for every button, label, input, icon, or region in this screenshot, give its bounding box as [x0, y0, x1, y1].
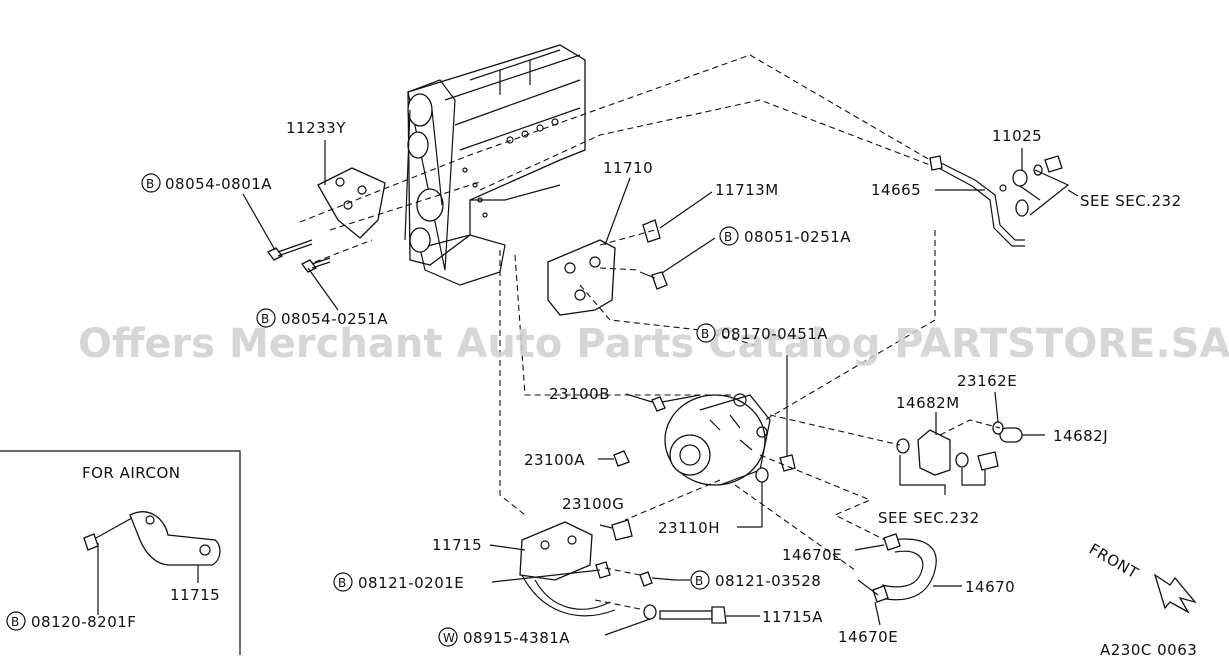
label-23110h: 23110H	[658, 519, 720, 537]
callout-08121-03528: B 08121-03528	[690, 570, 821, 590]
leader-08121-0201e	[491, 569, 601, 583]
assembly-dashed-lines	[299, 54, 1001, 611]
label-23100a: 23100A	[524, 451, 585, 469]
connector-11025	[999, 148, 1079, 217]
bolt-symbol-circle	[719, 226, 739, 246]
label-11715-main: 11715	[432, 536, 482, 554]
bolt-symbol: B	[724, 230, 732, 244]
callout-08054-0251a: B 08054-0251A	[256, 308, 388, 328]
bolt-11715a	[659, 606, 760, 624]
callout-08121-0201e: B 08121-0201E	[333, 572, 464, 592]
bracket-11233y	[317, 140, 386, 239]
bolt-08051-0251a	[639, 237, 716, 290]
bolt-symbol-circle	[141, 173, 161, 193]
label-11025: 11025	[992, 127, 1042, 145]
label-08054-0251a: 08054-0251A	[281, 310, 388, 328]
label-23100g: 23100G	[562, 495, 624, 513]
callout-08051-0251a: B 08051-0251A	[719, 226, 851, 246]
callout-08915-4381a: W 08915-4381A	[438, 627, 570, 647]
hose-14670	[854, 533, 962, 626]
hose-end-14682j	[999, 427, 1045, 443]
bracket-11715	[489, 519, 633, 617]
diagram-code: A230C 0063	[1100, 641, 1197, 659]
label-14665: 14665	[871, 181, 921, 199]
leader-11713m	[659, 191, 713, 229]
label-08915-4381a: 08915-4381A	[463, 629, 570, 647]
label-08170-0451a: 08170-0451A	[721, 325, 828, 343]
bolt-08054-0801a	[242, 193, 313, 261]
washer-08915-4381a	[604, 604, 657, 636]
bolt-symbol: B	[338, 576, 346, 590]
bolt-symbol: B	[11, 615, 19, 629]
callout-08170-0451a: B 08170-0451A	[696, 323, 828, 343]
bolt-symbol-circle	[6, 611, 26, 631]
callout-08120-8201f: B 08120-8201F	[6, 611, 136, 631]
bolt-08170-0451a	[779, 355, 796, 472]
label-14682j: 14682J	[1053, 427, 1108, 445]
bolt-symbol-circle	[333, 572, 353, 592]
bolt-symbol-circle	[256, 308, 276, 328]
bracket-11710	[547, 177, 661, 316]
washer-symbol-circle	[438, 627, 458, 647]
label-08051-0251a: 08051-0251A	[744, 228, 851, 246]
label-11713m: 11713M	[715, 181, 779, 199]
label-08121-03528: 08121-03528	[715, 572, 821, 590]
bolt-23100b	[625, 393, 701, 412]
front-arrow: FRONT	[1086, 540, 1197, 614]
label-14670e-top: 14670E	[782, 546, 842, 564]
label-11715a: 11715A	[762, 608, 823, 626]
watermark: Offers Merchant Auto Parts Catalog PARTS…	[78, 321, 1229, 367]
bolt-symbol-circle	[696, 323, 716, 343]
bolt-08054-0251a	[301, 257, 339, 311]
label-23100b: 23100B	[549, 385, 610, 403]
callout-08054-0801a: B 08054-0801A	[141, 173, 272, 193]
engine-block	[404, 44, 586, 286]
label-14682m: 14682M	[896, 394, 960, 412]
label-08120-8201f: 08120-8201F	[31, 613, 136, 631]
nut-23100a	[598, 450, 630, 467]
inset-for-aircon: FOR AIRCON	[0, 450, 241, 655]
bolt-symbol: B	[701, 327, 709, 341]
bolt-symbol: B	[146, 177, 154, 191]
bolt-symbol-circle	[690, 570, 710, 590]
label-11715-inset: 11715	[170, 586, 220, 604]
label-08054-0801a: 08054-0801A	[165, 175, 272, 193]
inset-title: FOR AIRCON	[82, 464, 181, 482]
bolt-symbol: B	[261, 312, 269, 326]
bolt-08121-03528	[639, 571, 690, 587]
washer-symbol: W	[443, 631, 455, 645]
alternator	[664, 393, 771, 486]
hose-14665	[929, 155, 1025, 247]
label-23162e: 23162E	[957, 372, 1017, 390]
front-label: FRONT	[1086, 540, 1142, 583]
label-11710: 11710	[603, 159, 653, 177]
label-11233y: 11233Y	[286, 119, 346, 137]
label-see-sec-232-top: SEE SEC.232	[1080, 192, 1182, 210]
label-08121-0201e: 08121-0201E	[358, 574, 464, 592]
label-14670: 14670	[965, 578, 1015, 596]
bolt-symbol: B	[695, 574, 703, 588]
label-see-sec-232-mid: SEE SEC.232	[878, 509, 980, 527]
label-14670e-bottom: 14670E	[838, 628, 898, 646]
fitting-14682m	[896, 412, 999, 495]
